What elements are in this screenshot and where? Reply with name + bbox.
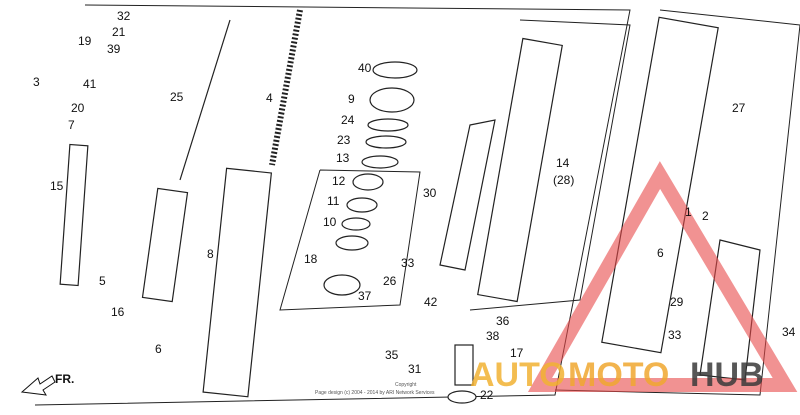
part-label-6[interactable]: 6: [657, 246, 664, 260]
part-label-13[interactable]: 13: [336, 151, 350, 165]
part-label-21[interactable]: 21: [112, 25, 126, 39]
part-label-19[interactable]: 19: [78, 34, 92, 48]
fork-guard: [439, 119, 496, 271]
part-label-14[interactable]: 14: [556, 156, 570, 170]
part-label-15[interactable]: 15: [50, 179, 64, 193]
direction-label: FR.: [55, 372, 74, 386]
part-label-37[interactable]: 37: [358, 289, 372, 303]
part-label-11[interactable]: 11: [327, 194, 340, 208]
fork-tube-slider: [202, 167, 273, 398]
part-label-2[interactable]: 2: [702, 209, 709, 223]
ring-23: [365, 135, 407, 149]
part-label-25[interactable]: 25: [170, 90, 184, 104]
watermark-hub: HUB: [690, 356, 764, 394]
seal-18: [335, 235, 369, 251]
washer-10: [341, 217, 371, 231]
part-label-29[interactable]: 29: [670, 295, 684, 309]
clamp-22: [447, 390, 477, 404]
part-label-30[interactable]: 30: [423, 186, 437, 200]
part-label-10[interactable]: 10: [323, 215, 337, 229]
arrow-front-icon: [20, 375, 56, 396]
watermark-triangle: [527, 161, 798, 392]
part-label-38[interactable]: 38: [486, 329, 500, 343]
part-label-36[interactable]: 36: [496, 314, 510, 328]
drain-17: [454, 344, 474, 386]
part-label-8[interactable]: 8: [207, 247, 214, 261]
fork-group-frame: [34, 4, 631, 406]
ring-13: [361, 155, 399, 169]
part-label-17[interactable]: 17: [510, 346, 524, 360]
part-label-28[interactable]: (28): [553, 173, 574, 187]
part-label-3[interactable]: 3: [33, 75, 40, 89]
part-label-18[interactable]: 18: [304, 252, 318, 266]
part-label-1[interactable]: 1: [685, 205, 692, 219]
watermark-logo: AUTO MOTO HUB: [470, 161, 798, 394]
group-frames: [34, 4, 800, 406]
parts: [59, 9, 761, 404]
damper-rod: [59, 143, 89, 287]
part-label-33[interactable]: 33: [668, 328, 682, 342]
copyright-line-2: Page design (c) 2004 - 2014 by ARI Netwo…: [315, 390, 435, 396]
part-label-34[interactable]: 34: [782, 325, 796, 339]
part-label-41[interactable]: 41: [83, 77, 97, 91]
part-label-7[interactable]: 7: [68, 118, 75, 132]
watermark-moto: MOTO: [568, 356, 669, 394]
part-label-9[interactable]: 9: [348, 92, 355, 106]
part-label-31[interactable]: 31: [408, 362, 422, 376]
seal-40: [372, 61, 418, 79]
part-label-35[interactable]: 35: [385, 348, 399, 362]
part-label-16[interactable]: 16: [111, 305, 125, 319]
part-label-22[interactable]: 22: [480, 388, 494, 402]
part-label-24[interactable]: 24: [341, 113, 355, 127]
part-label-40[interactable]: 40: [358, 61, 372, 75]
bushing-11: [346, 197, 378, 213]
copyright-line-1: Copyright: [395, 382, 417, 388]
ring-24: [367, 118, 409, 132]
dust-seal-9: [369, 87, 415, 113]
part-label-6[interactable]: 6: [155, 342, 162, 356]
outer-tube-frame: [554, 9, 800, 396]
part-label-20[interactable]: 20: [71, 101, 85, 115]
part-label-23[interactable]: 23: [337, 133, 351, 147]
fork-spring: [269, 9, 303, 166]
part-label-26[interactable]: 26: [383, 274, 397, 288]
bushing-12: [352, 173, 384, 191]
part-label-5[interactable]: 5: [99, 274, 106, 288]
piston-assembly: [141, 187, 189, 303]
spring-rod: [179, 19, 231, 181]
part-label-42[interactable]: 42: [424, 295, 438, 309]
inner-tube: [477, 37, 563, 303]
bushing-frame: [279, 169, 421, 311]
inner-tube-frame: [469, 19, 631, 311]
direction-indicator: FR.: [20, 372, 74, 396]
watermark-auto: AUTO: [470, 356, 566, 394]
part-label-4[interactable]: 4: [266, 91, 273, 105]
part-label-32[interactable]: 32: [117, 9, 131, 23]
seal-37: [323, 274, 361, 296]
part-label-39[interactable]: 39: [107, 42, 121, 56]
part-label-12[interactable]: 12: [332, 174, 346, 188]
part-label-33[interactable]: 33: [401, 256, 415, 270]
part-label-27[interactable]: 27: [732, 101, 746, 115]
